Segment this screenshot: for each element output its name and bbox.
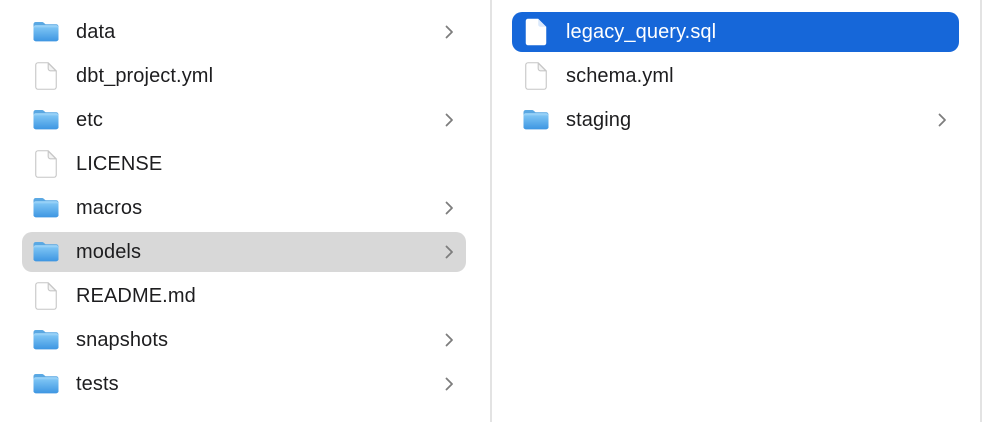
folder-icon [32, 16, 60, 48]
folder-icon [522, 104, 550, 136]
document-icon [32, 280, 60, 312]
chevron-right-icon [938, 113, 947, 127]
item-label: README.md [76, 284, 196, 307]
column-preview-sliver [982, 0, 984, 422]
item-tests[interactable]: tests [22, 364, 466, 404]
column-current-folder: legacy_query.sql schema.yml staging [492, 0, 982, 422]
document-icon [522, 60, 550, 92]
folder-icon [32, 324, 60, 356]
item-label: tests [76, 372, 119, 395]
item-macros[interactable]: macros [22, 188, 466, 228]
item-label: legacy_query.sql [566, 20, 717, 43]
chevron-right-icon [445, 377, 454, 391]
item-legacy-query-sql[interactable]: legacy_query.sql [512, 12, 959, 52]
item-staging[interactable]: staging [512, 100, 959, 140]
chevron-right-icon [445, 245, 454, 259]
chevron-right-icon [445, 25, 454, 39]
folder-icon [32, 368, 60, 400]
item-label: LICENSE [76, 152, 163, 175]
item-data[interactable]: data [22, 12, 466, 52]
item-label: staging [566, 108, 632, 131]
document-icon [32, 60, 60, 92]
folder-icon [32, 104, 60, 136]
item-label: macros [76, 196, 143, 219]
chevron-right-icon [445, 201, 454, 215]
item-models[interactable]: models [22, 232, 466, 272]
folder-icon [32, 236, 60, 268]
document-icon [32, 148, 60, 180]
item-label: models [76, 240, 142, 263]
chevron-right-icon [445, 333, 454, 347]
item-label: etc [76, 108, 103, 131]
item-license[interactable]: LICENSE [22, 144, 466, 184]
chevron-right-icon [445, 113, 454, 127]
item-dbt-project-yml[interactable]: dbt_project.yml [22, 56, 466, 96]
document-icon [522, 16, 550, 48]
item-readme-md[interactable]: README.md [22, 276, 466, 316]
item-schema-yml[interactable]: schema.yml [512, 56, 959, 96]
item-snapshots[interactable]: snapshots [22, 320, 466, 360]
item-label: schema.yml [566, 64, 674, 87]
item-label: snapshots [76, 328, 169, 351]
item-label: dbt_project.yml [76, 64, 214, 87]
folder-icon [32, 192, 60, 224]
item-etc[interactable]: etc [22, 100, 466, 140]
item-label: data [76, 20, 116, 43]
